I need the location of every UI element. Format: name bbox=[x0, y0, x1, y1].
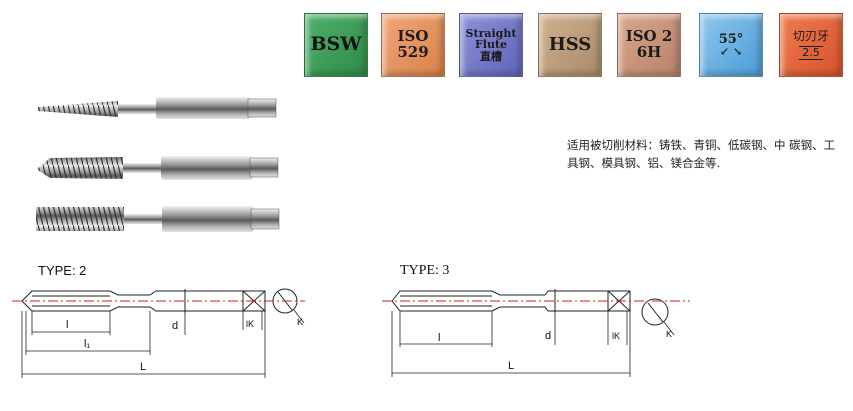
type3-label: TYPE: 3 bbox=[400, 263, 450, 278]
thread-angle-arrows-icon: ↙ ↘ bbox=[719, 45, 743, 59]
cutting-thread-badge-line1: 切刃牙 bbox=[792, 29, 829, 44]
cutting-thread-badge-line2: 2.5 bbox=[799, 46, 823, 60]
type3-dim-lk: lK bbox=[612, 331, 620, 341]
type2-dim-l: l bbox=[66, 319, 68, 331]
hss-badge-text: HSS bbox=[548, 33, 592, 55]
iso2-6h-badge: ISO 2 6H bbox=[617, 13, 681, 77]
iso2-6h-badge-line2: 6H bbox=[636, 43, 662, 61]
tap-photo-plug bbox=[38, 156, 279, 180]
type2-dimension-lines bbox=[21, 309, 305, 378]
type2-dim-lk: lK bbox=[246, 319, 254, 329]
hss-badge: HSS bbox=[538, 13, 602, 77]
iso-529-badge-line2: 529 bbox=[397, 43, 429, 61]
applicable-materials-text: 适用被切削材料：铸铁、青铜、低碳钢、中 碳钢、工具钢、模具钢、铝、镁合金等. bbox=[567, 138, 836, 170]
straight-flute-badge: Straight Flute 直槽 bbox=[459, 13, 523, 77]
bsw-badge: BSW bbox=[304, 13, 368, 77]
type2-dim-k: K bbox=[297, 317, 303, 327]
tap-photos bbox=[36, 97, 280, 232]
thread-angle-badge-text: 55° bbox=[718, 31, 744, 47]
iso-529-badge-line1: ISO bbox=[397, 27, 429, 46]
straight-flute-badge-line3: 直槽 bbox=[480, 49, 502, 63]
cutting-thread-badge: 切刃牙 2.5 bbox=[779, 13, 843, 77]
type2-dim-l1: l₁ bbox=[84, 338, 90, 350]
type3-dim-L: L bbox=[508, 360, 514, 372]
straight-flute-badge-line2: Flute bbox=[474, 38, 508, 52]
type2-label: TYPE: 2 bbox=[38, 263, 87, 278]
type2-dim-L: L bbox=[140, 361, 146, 373]
type3-dim-d: d bbox=[545, 330, 551, 342]
type3-dim-l: l bbox=[438, 332, 440, 344]
tap-photo-bottoming bbox=[36, 206, 280, 232]
bsw-badge-text: BSW bbox=[310, 33, 362, 56]
thread-angle-badge: 55° ↙ ↘ bbox=[699, 13, 763, 77]
spec-badges: BSW ISO 529 Straight Flute 直槽 HSS ISO 2 … bbox=[0, 0, 853, 90]
tap-photo-taper bbox=[38, 97, 277, 119]
type2-dim-d: d bbox=[172, 320, 178, 332]
iso2-6h-badge-line1: ISO 2 bbox=[625, 27, 673, 46]
technical-drawings: l l₁ L d lK K l L d lK K bbox=[12, 288, 690, 378]
type3-dimension-lines bbox=[391, 311, 675, 377]
straight-flute-badge-line1: Straight bbox=[465, 26, 517, 40]
iso-529-badge: ISO 529 bbox=[381, 13, 445, 77]
type3-dim-k: K bbox=[666, 329, 672, 339]
